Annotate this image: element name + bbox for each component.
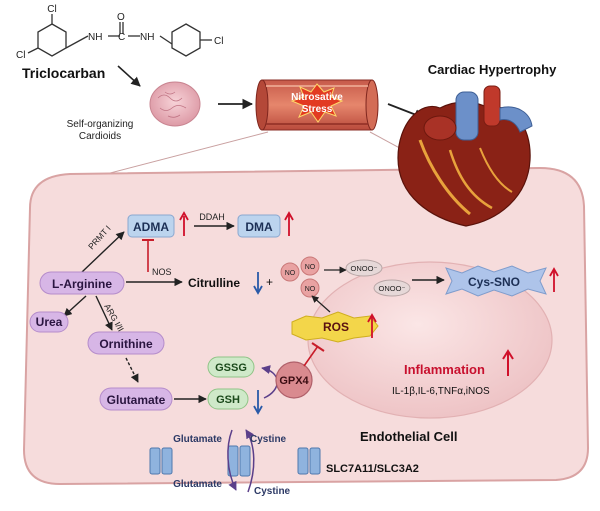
- no-circle-1: [280, 262, 300, 282]
- cardioids-label-1: Self-organizing: [67, 119, 134, 130]
- no-label-2: NO: [305, 264, 316, 271]
- transporter-icon: [149, 445, 321, 477]
- dma-label: DMA: [245, 220, 273, 234]
- cytokines-label: IL-1β,IL-6,TNFα,iNOS: [392, 386, 490, 397]
- chem-cl-left: Cl: [16, 50, 25, 61]
- plus-sign: +: [266, 275, 273, 289]
- gpx4-inhibition-line: [303, 345, 319, 367]
- inflammation-label: Inflammation: [404, 362, 485, 377]
- gpx4-label: GPX4: [279, 375, 309, 387]
- vessel-label-2: Stress: [302, 104, 333, 115]
- inflammation-up-head: [502, 349, 514, 360]
- arg-arrow-ornithine: [95, 295, 113, 331]
- l-arginine-box: [39, 271, 125, 295]
- l-arginine-label: L-Arginine: [52, 277, 112, 291]
- no-circle-2: [300, 256, 320, 276]
- chem-nh-right: NH: [140, 32, 154, 43]
- no-label-3: NO: [305, 286, 316, 293]
- cys-sno-up-head: [549, 267, 559, 277]
- onoo-bubble-2: [373, 279, 411, 297]
- ornithine-label: Ornithine: [99, 337, 153, 351]
- cardioids-label-2: Cardioids: [79, 131, 121, 142]
- chem-nh-left: NH: [88, 32, 102, 43]
- glutamate-label: Glutamate: [107, 393, 166, 407]
- vessel-label-1: Nitrosative: [291, 92, 343, 103]
- chem-c: C: [118, 32, 125, 43]
- chem-cl-right: Cl: [214, 36, 223, 47]
- gssg-label: GSSG: [215, 362, 247, 374]
- gsh-label: GSH: [216, 394, 240, 406]
- onoo-bubble-1: [345, 259, 383, 277]
- gsh-box: [207, 388, 249, 410]
- dma-up-head: [284, 211, 294, 221]
- arg-arrow-urea: [63, 295, 87, 317]
- ornithine-to-glutamate-arrow: [125, 357, 139, 383]
- ros-to-no-arrow: [311, 295, 331, 313]
- heart-icon: [397, 85, 533, 227]
- onoo-label-1: ONOO⁻: [351, 264, 378, 273]
- prmt-arrow: [81, 231, 125, 273]
- arrow-to-cardioids: [117, 65, 141, 87]
- chem-o: O: [117, 12, 125, 23]
- ros-label: ROS: [323, 320, 349, 334]
- onoo-label-2: ONOO⁻: [379, 284, 406, 293]
- urea-box: [29, 311, 69, 333]
- ros-up-head: [367, 313, 377, 323]
- gsh-down-head: [253, 405, 263, 415]
- cys-sno-shape: [445, 265, 547, 297]
- triclocarban-structure: [27, 14, 212, 57]
- citrulline-down-head: [253, 285, 263, 295]
- triclocarban-title: Triclocarban: [22, 65, 105, 81]
- adma-up-head: [179, 211, 189, 221]
- chem-cl-top: Cl: [47, 4, 56, 15]
- cys-sno-label: Cys-SNO: [468, 275, 520, 289]
- transporter-label: SLC7A11/SLC3A2: [326, 463, 419, 475]
- membrane-cystine-in: Cystine: [250, 434, 287, 445]
- glutamate-box: [99, 387, 173, 411]
- adma-label: ADMA: [133, 220, 169, 234]
- cystine-import-arrow: [245, 429, 255, 493]
- no-circle-3: [300, 278, 320, 298]
- citrulline-label: Citrulline: [188, 276, 240, 290]
- cardioid-icon: [149, 81, 201, 127]
- endothelial-cell-label: Endothelial Cell: [360, 429, 458, 444]
- glutamate-export-arrow: [227, 429, 237, 491]
- membrane-glutamate-in: Glutamate: [173, 434, 222, 445]
- ddah-label: DDAH: [199, 212, 225, 222]
- heart-title: Cardiac Hypertrophy: [428, 62, 557, 77]
- urea-label: Urea: [36, 315, 63, 329]
- ros-shape: [291, 311, 379, 343]
- no-label-1: NO: [285, 270, 296, 277]
- gpx4-circle: [275, 361, 313, 399]
- gssg-box: [207, 356, 255, 378]
- dma-box: [237, 214, 281, 238]
- vessel-icon: [255, 79, 379, 131]
- membrane-glutamate-out: Glutamate: [173, 479, 222, 490]
- gpx4-inhibition-bar: [311, 342, 325, 352]
- nos-label: NOS: [152, 267, 172, 277]
- adma-box: [127, 214, 175, 238]
- membrane-cystine-out: Cystine: [254, 486, 291, 497]
- ornithine-box: [87, 331, 165, 355]
